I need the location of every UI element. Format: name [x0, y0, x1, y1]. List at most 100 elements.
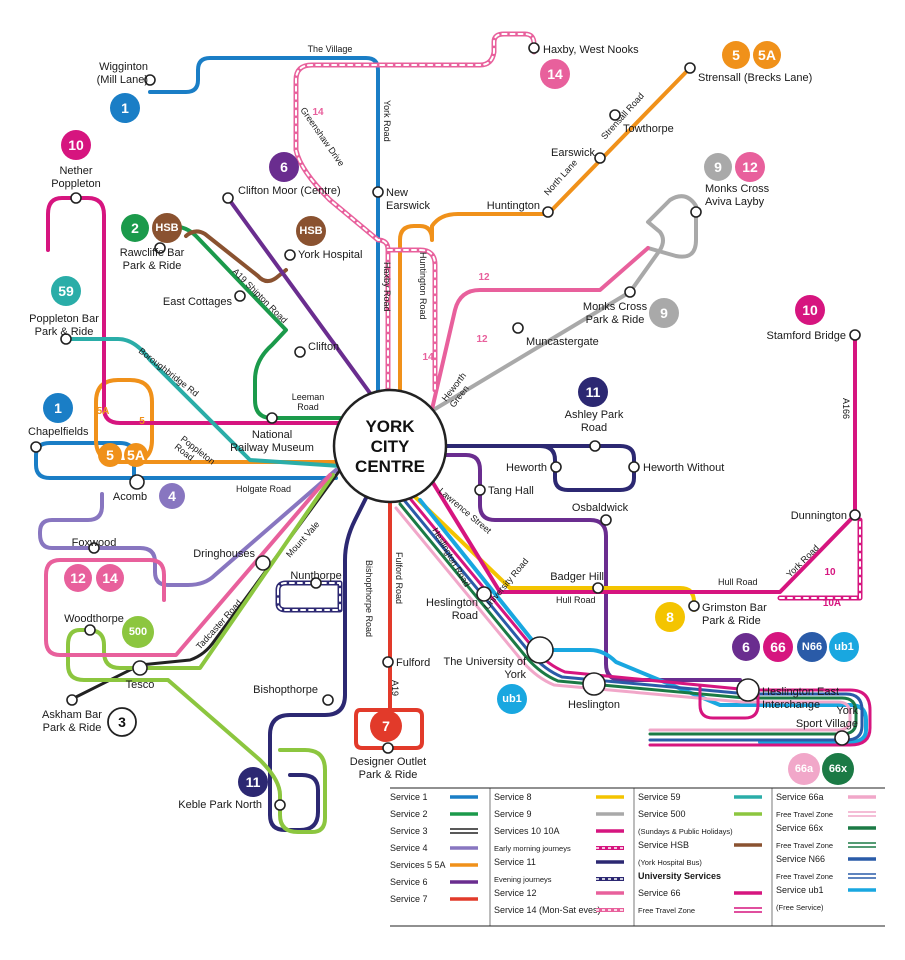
stop-monkscross-aviva[interactable]: [690, 206, 702, 218]
stop-fulford[interactable]: [382, 656, 394, 668]
route-badge-b3-askham[interactable]: 3: [107, 707, 137, 737]
route-badge-b1-chapel[interactable]: 1: [43, 393, 73, 423]
route-badge-b5-strensall[interactable]: 5: [722, 41, 750, 69]
stop-strensall[interactable]: [684, 62, 696, 74]
stop-grimston-bar[interactable]: [688, 600, 700, 612]
route-badge-b5a-strensall[interactable]: 5A: [753, 41, 781, 69]
stop-osbaldwick[interactable]: [600, 514, 612, 526]
route-badge-b10-nether[interactable]: 10: [61, 130, 91, 160]
route-badge-b9-monks[interactable]: 9: [704, 153, 732, 181]
stop-heslington[interactable]: [582, 672, 606, 696]
route-badge-b11-keble[interactable]: 11: [238, 767, 268, 797]
stop-university-of-york[interactable]: [526, 636, 554, 664]
stop-east-cottages[interactable]: [234, 290, 246, 302]
route-badge-b2-rawcliffe[interactable]: 2: [121, 214, 149, 242]
svg-text:Service 59: Service 59: [638, 792, 681, 802]
route-badge-b1-wigginton[interactable]: 1: [110, 93, 140, 123]
stop-acomb[interactable]: [129, 474, 145, 490]
stop-woodthorpe[interactable]: [84, 624, 96, 636]
route-badge-b66a[interactable]: 66a: [788, 753, 820, 785]
route-badge-bn66-east[interactable]: N66: [797, 632, 827, 662]
stop-nunthorpe[interactable]: [310, 577, 322, 589]
stop-muncastergate[interactable]: [512, 322, 524, 334]
stop-huntington[interactable]: [542, 206, 554, 218]
stop-bishopthorpe[interactable]: [322, 694, 334, 706]
route-badge-b12-fox[interactable]: 12: [64, 564, 92, 592]
stop-york-sport-village[interactable]: [834, 730, 850, 746]
label-tang-hall: Tang Hall: [488, 485, 534, 497]
route-badge-bub1-uni[interactable]: ub1: [497, 684, 527, 714]
route-badge-b5a-acomb[interactable]: 5A: [124, 443, 148, 467]
stop-heslington-road[interactable]: [476, 586, 492, 602]
route-66-east-loop: [698, 684, 760, 720]
route-badge-b4-acomb[interactable]: 4: [159, 483, 185, 509]
label-wigginton: Wigginton(Mill Lane): [97, 61, 148, 86]
stop-rawcliffe[interactable]: [154, 242, 166, 254]
svg-text:N66: N66: [802, 641, 822, 653]
route-badge-bhsb-hospital[interactable]: HSB: [296, 216, 326, 246]
stop-heslington-east[interactable]: [736, 678, 760, 702]
stop-stamford-bridge[interactable]: [849, 329, 861, 341]
route-badge-bhsb-rawcliffe[interactable]: HSB: [152, 213, 182, 243]
route-badge-b59-poppleton[interactable]: 59: [51, 276, 81, 306]
road-a166: A166: [841, 398, 851, 419]
route-badge-b66x[interactable]: 66x: [822, 753, 854, 785]
legend-item-col2-5: Evening journeys: [494, 875, 624, 884]
svg-text:Service 66a: Service 66a: [776, 792, 824, 802]
route-badge-b500[interactable]: 500: [122, 616, 154, 648]
stop-foxwood[interactable]: [88, 542, 100, 554]
route-badge-b12-monks[interactable]: 12: [735, 152, 765, 182]
stop-towthorpe[interactable]: [609, 109, 621, 121]
route-badge-b14-haxby[interactable]: 14: [540, 59, 570, 89]
stop-haxby[interactable]: [528, 42, 540, 54]
route-badge-b6-east[interactable]: 6: [732, 633, 760, 661]
stop-dringhouses[interactable]: [255, 555, 271, 571]
legend-item-col1-2: Service 3: [390, 826, 478, 836]
road-fulford-road: Fulford Road: [394, 552, 404, 604]
route-badge-b5-acomb[interactable]: 5: [98, 443, 122, 467]
stop-wigginton[interactable]: [144, 74, 156, 86]
stop-heworth-without[interactable]: [628, 461, 640, 473]
stop-badger-hill[interactable]: [592, 582, 604, 594]
label-earswick: Earswick: [551, 147, 596, 159]
svg-text:5A: 5A: [758, 47, 776, 63]
route-badge-b10-stamford[interactable]: 10: [795, 295, 825, 325]
stop-new-earswick[interactable]: [372, 186, 384, 198]
stop-keble-park-north[interactable]: [274, 799, 286, 811]
stop-designer-outlet[interactable]: [382, 742, 394, 754]
road-hull-road-2: Hull Road: [556, 595, 596, 605]
stop-clifton[interactable]: [294, 346, 306, 358]
stop-tang-hall[interactable]: [474, 484, 486, 496]
legend-item-col3-6: Service 66: [638, 888, 762, 898]
stop-earswick[interactable]: [594, 152, 606, 164]
stop-nether-poppleton[interactable]: [70, 192, 82, 204]
stop-ashley-park-road[interactable]: [589, 440, 601, 452]
city-centre[interactable]: YORK CITY CENTRE: [332, 388, 448, 504]
route-badge-b11-ashley[interactable]: 11: [578, 377, 608, 407]
stop-monks-cross-pr[interactable]: [624, 286, 636, 298]
svg-text:1: 1: [121, 100, 129, 116]
stop-clifton-moor[interactable]: [222, 192, 234, 204]
stop-poppleton-bar[interactable]: [60, 333, 72, 345]
route-badge-b7-fulford[interactable]: 7: [370, 710, 402, 742]
svg-text:Service 6: Service 6: [390, 877, 428, 887]
svg-text:Services 10 10A: Services 10 10A: [494, 826, 560, 836]
route-badge-b8-grimston[interactable]: 8: [655, 602, 685, 632]
stop-york-hospital[interactable]: [284, 249, 296, 261]
route-badge-bub1-east[interactable]: ub1: [829, 632, 859, 662]
legend-item-col3-7: Free Travel Zone: [638, 906, 762, 915]
stop-tesco[interactable]: [132, 660, 148, 676]
svg-text:Service ub1: Service ub1: [776, 885, 824, 895]
route-badge-b14-fox[interactable]: 14: [96, 564, 124, 592]
stop-national-railway-museum[interactable]: [266, 412, 278, 424]
route-badge-b6-clifton[interactable]: 6: [269, 152, 299, 182]
stop-chapelfields[interactable]: [30, 441, 42, 453]
stop-askham-bar[interactable]: [66, 694, 78, 706]
route-badge-b9-monkspr[interactable]: 9: [649, 298, 679, 328]
stop-heworth[interactable]: [550, 461, 562, 473]
label-fulford: Fulford: [396, 657, 430, 669]
stop-dunnington[interactable]: [849, 509, 861, 521]
route-badge-b66-east[interactable]: 66: [763, 632, 793, 662]
svg-text:(Free Service): (Free Service): [776, 903, 824, 912]
legend-item-col3-0: Service 59: [638, 792, 762, 802]
